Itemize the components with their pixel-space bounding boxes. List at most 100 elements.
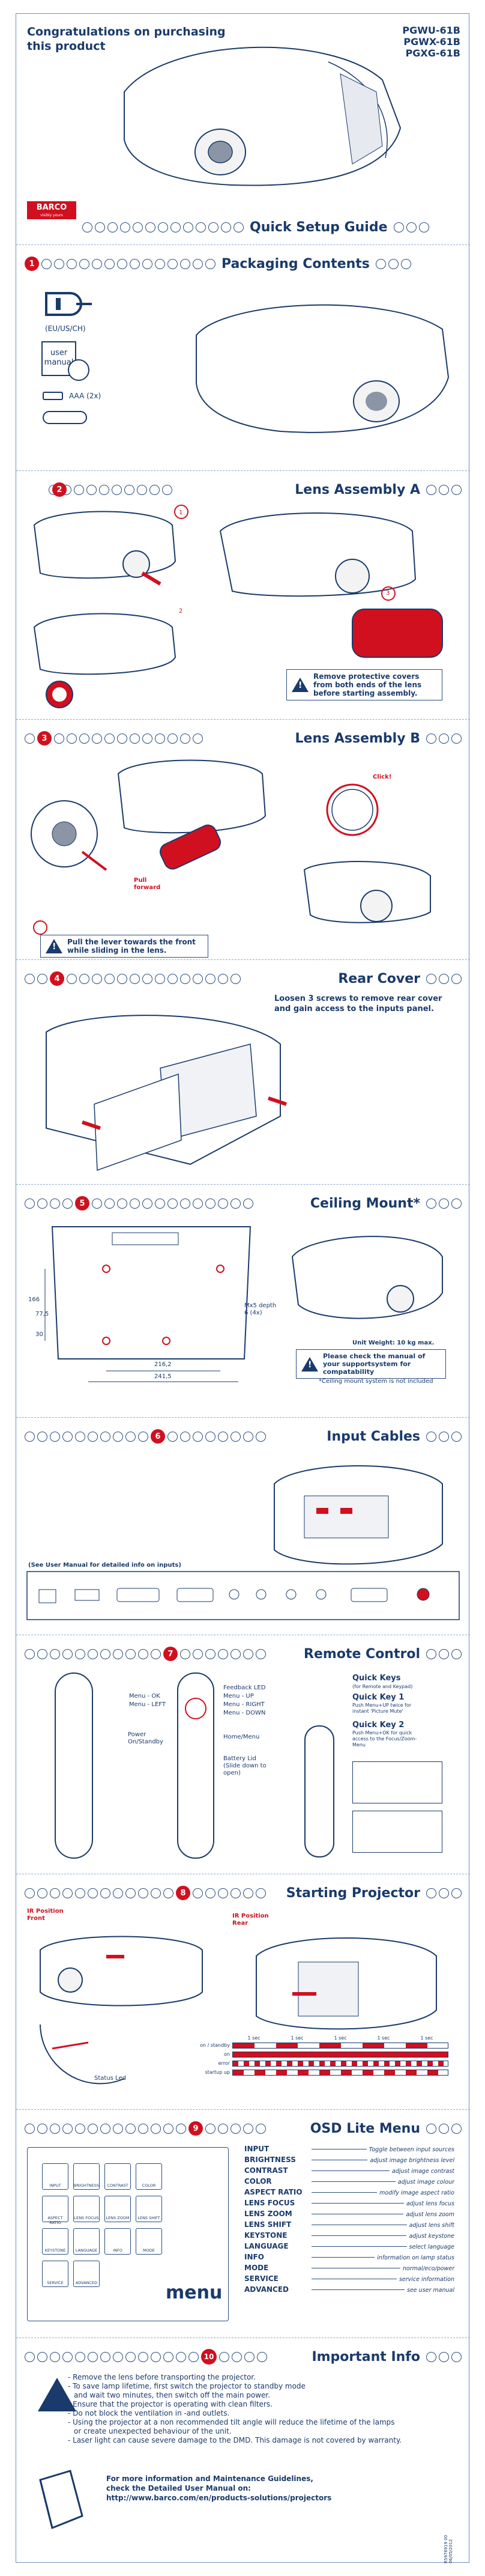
step-1-label: 1 <box>179 509 183 516</box>
ceiling-mount-section: 5 Ceiling Mount* 216,2 241,5 166 30 77,5… <box>16 1184 470 1417</box>
inputs-note: (See User Manual for detailed info on in… <box>28 1562 181 1569</box>
dim-height-2: 30 <box>35 1331 43 1338</box>
osd-tile-color: COLOR <box>136 2163 162 2190</box>
screw-spec: Mx5 depth 6 (4x) <box>244 1302 277 1316</box>
section-title: OSD Lite Menu <box>310 2121 420 2136</box>
remote-front-drawing <box>177 1672 214 1859</box>
step-number: 8 <box>176 1886 190 1900</box>
osd-menu-screen: INPUT BRIGHTNESS CONTRAST COLOR ASPECT R… <box>27 2147 229 2321</box>
step-number: 6 <box>151 1429 165 1444</box>
osd-tile-mode: MODE <box>136 2228 162 2255</box>
power-label: Power On/Standby <box>128 1731 163 1745</box>
step-number: 9 <box>188 2121 203 2136</box>
osd-tile-service: SERVICE <box>42 2261 68 2287</box>
more-info-text: For more information and Maintenance Gui… <box>106 2474 332 2502</box>
quick-key-2-diagram <box>352 1811 442 1853</box>
menu-left-label: Menu - LEFT <box>129 1701 166 1708</box>
important-bullets: - Remove the lens before transporting th… <box>68 2373 402 2444</box>
dim-height-1: 166 <box>28 1296 40 1303</box>
dim-height-3: 77,5 <box>35 1311 49 1317</box>
manual-book-icon <box>39 2470 83 2530</box>
pull-forward-label: Pull forward <box>134 877 161 891</box>
cd-icon <box>68 359 89 381</box>
warning-icon <box>46 939 62 953</box>
section-title: Important Info <box>312 2349 420 2365</box>
led-timing-table: 1 sec 1 sec 1 sec 1 sec 1 sec on / stand… <box>184 2035 448 2077</box>
dim-width-1: 216,2 <box>154 1361 172 1368</box>
osd-tile-language: LANGUAGE <box>73 2228 100 2255</box>
osd-tile-aspect: ASPECT RATIO <box>42 2196 68 2225</box>
warning-icon <box>292 678 309 692</box>
section-title: Starting Projector <box>286 1885 420 1901</box>
quick-key-2-title: Quick Key 2 <box>352 1721 405 1730</box>
osd-lite-menu-section: 9 OSD Lite Menu INPUT BRIGHTNESS CONTRAS… <box>16 2109 470 2338</box>
battery-lid-label: Battery Lid (Slide down to open) <box>223 1755 267 1776</box>
osd-tile-advanced: ADVANCED <box>73 2261 100 2287</box>
step-3-label: 3 <box>386 590 390 597</box>
remote-battery-drawing <box>304 1725 334 1858</box>
cable-region: (EU/US/CH) <box>45 324 86 333</box>
input-panel-projector <box>274 1465 443 1565</box>
osd-tile-brightness: BRIGHTNESS <box>73 2163 100 2190</box>
header-section: Congratulations on purchasing this produ… <box>16 14 470 235</box>
barco-logo: BARCO visibly yours <box>27 201 76 219</box>
section-title: Packaging Contents <box>221 256 370 272</box>
step-number: 5 <box>75 1196 89 1211</box>
menu-right-label: Menu - RIGHT <box>223 1701 265 1708</box>
lens-assembly-a-section: 2 Lens Assembly A 1 2 3 Remove protectiv… <box>16 470 470 719</box>
manual-url-link[interactable]: http://www.barco.com/en/products-solutio… <box>106 2494 332 2502</box>
section-title: Rear Cover <box>338 971 420 986</box>
osd-tile-input: INPUT <box>42 2163 68 2190</box>
step-number: 4 <box>50 971 64 986</box>
rear-cover-desc: Loosen 3 screws to remove rear cover and… <box>274 994 442 1013</box>
rear-cover-section: 4 Rear Cover Loosen 3 screws to remove r… <box>16 959 470 1184</box>
step-2-label: 2 <box>179 608 183 615</box>
battery-label: AAA (2x) <box>69 392 101 400</box>
section-title: Lens Assembly B <box>295 731 420 746</box>
lens-assembly-b-section: 3 Lens Assembly B Click! Pull forward Pu… <box>16 719 470 959</box>
model-2: PGWX-61B <box>403 36 460 47</box>
quick-keys-title: Quick Keys <box>352 1674 401 1683</box>
quick-setup-guide-page: Congratulations on purchasing this produ… <box>16 13 470 2563</box>
lens-a-warning: Remove protective covers from both ends … <box>286 669 442 700</box>
ceiling-footnote: *Ceiling mount system is not included <box>319 1378 433 1385</box>
input-connectors-panel <box>26 1571 460 1620</box>
lens-b-warning: Pull the lever towards the front while s… <box>40 935 208 958</box>
step-number: 1 <box>25 257 39 271</box>
guide-title: Quick Setup Guide <box>250 219 388 235</box>
step-number: 3 <box>37 731 52 746</box>
model-3: PGXG-61B <box>405 47 460 59</box>
remote-icon <box>43 411 87 424</box>
battery-icon <box>43 392 63 400</box>
power-cable-icon <box>45 292 92 316</box>
section-title: Lens Assembly A <box>295 482 420 497</box>
packaging-section: 1 Packaging Contents (EU/US/CH) user man… <box>16 245 470 470</box>
quick-key-2-desc: Push Menu+OK for quick access to the Foc… <box>352 1730 417 1748</box>
step-number: 2 <box>52 482 67 497</box>
remote-back-drawing <box>55 1672 93 1859</box>
starting-projector-section: 8 Starting Projector IR Position Front I… <box>16 1874 470 2109</box>
click-label: Click! <box>373 774 392 780</box>
model-1: PGWU-61B <box>402 25 460 36</box>
input-cables-section: 6 Input Cables (See User Manual for deta… <box>16 1417 470 1635</box>
ceiling-projector-illustration <box>291 1236 443 1319</box>
ir-rear-label: IR Position Rear <box>232 1913 269 1927</box>
projector-illustration <box>196 304 450 433</box>
step-number: 7 <box>163 1647 178 1661</box>
lens-a-illustrations <box>33 505 443 708</box>
home-label: Home/Menu <box>223 1734 260 1740</box>
congrats-line-2: this product <box>27 40 106 53</box>
ir-front-label: IR Position Front <box>27 1908 64 1922</box>
user-manual-icon: user manual <box>41 341 76 376</box>
menu-down-label: Menu - DOWN <box>223 1710 266 1716</box>
ceiling-warning: Please check the manual of your supports… <box>296 1349 446 1379</box>
feedback-label: Feedback LED <box>223 1684 266 1691</box>
